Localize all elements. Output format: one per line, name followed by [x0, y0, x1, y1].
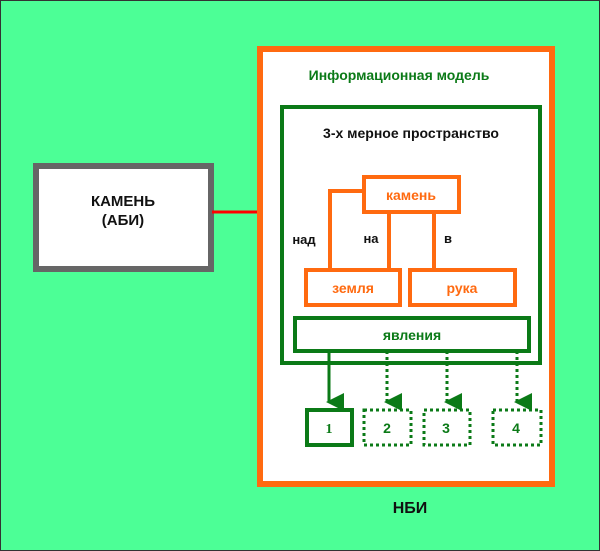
relation-on: на	[363, 231, 379, 246]
output-1-box	[305, 408, 354, 447]
space-title: 3-х мерное пространство	[323, 125, 499, 141]
object-earth-box	[304, 268, 402, 307]
source-box[interactable]: КАМЕНЬ (АБИ)	[33, 163, 214, 272]
output-3-label: 3	[442, 420, 450, 436]
model-title: Информационная модель	[309, 67, 490, 83]
connector-above	[328, 189, 364, 270]
relation-in: в	[444, 231, 452, 246]
relation-above: над	[292, 232, 316, 247]
source-box-frame	[33, 163, 214, 272]
output-1[interactable]: 1	[305, 408, 354, 447]
phenomena-label: явления	[383, 327, 441, 343]
source-label-line1: КАМЕНЬ	[91, 193, 155, 210]
output-3-box	[422, 408, 472, 447]
object-stone-box	[362, 175, 461, 214]
phenomena-box	[293, 316, 531, 353]
output-2[interactable]: 2	[362, 408, 413, 447]
nbi-label: НБИ	[393, 500, 428, 517]
object-hand-label: рука	[447, 280, 478, 296]
object-stone-label: камень	[386, 187, 436, 203]
output-4-box	[491, 408, 543, 447]
object-hand[interactable]: рука	[408, 268, 517, 307]
relation-connectors	[328, 189, 436, 270]
output-4-label: 4	[512, 420, 520, 436]
object-earth-label: земля	[332, 280, 374, 296]
source-label-line2: (АБИ)	[102, 212, 144, 229]
object-stone[interactable]: камень	[362, 175, 461, 214]
output-2-label: 2	[383, 420, 391, 436]
object-hand-box	[408, 268, 517, 307]
output-2-box	[362, 408, 413, 447]
phenomena[interactable]: явления	[293, 316, 531, 353]
object-earth[interactable]: земля	[304, 268, 402, 307]
output-3[interactable]: 3	[422, 408, 472, 447]
output-1-label: 1	[326, 422, 333, 437]
output-4[interactable]: 4	[491, 408, 543, 447]
